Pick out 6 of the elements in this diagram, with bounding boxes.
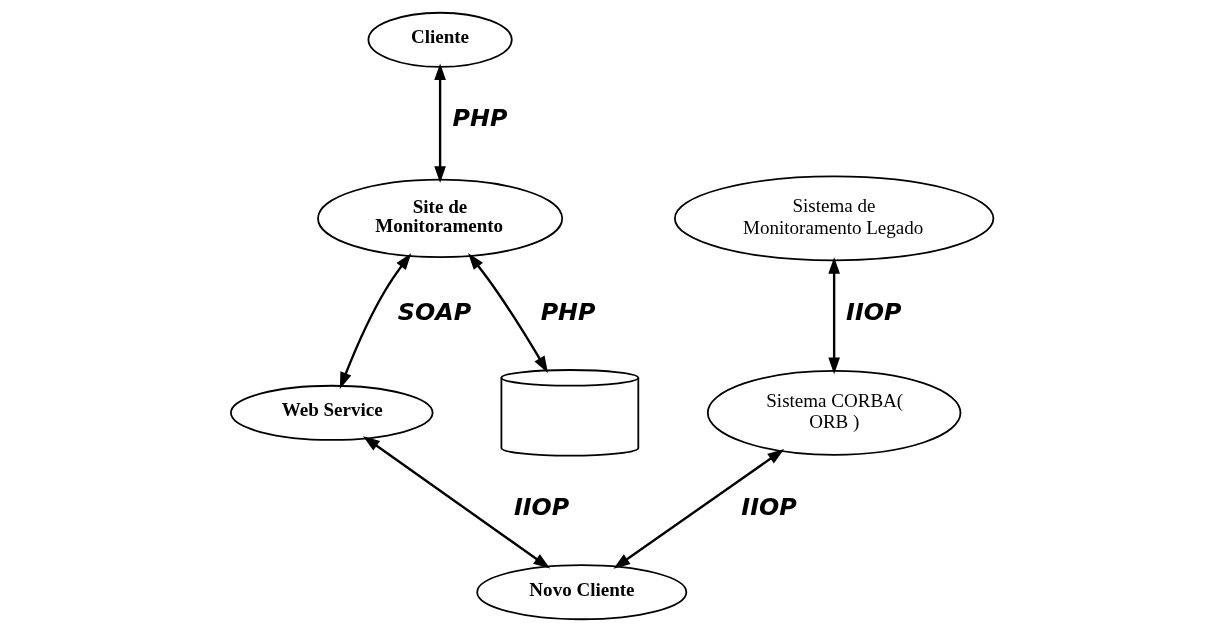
edge-label: SOAP — [397, 298, 472, 326]
edge-label: IIOP — [741, 493, 797, 522]
edge-label: IIOP — [513, 493, 570, 522]
edge-label: IIOP — [846, 298, 902, 326]
edge-label: PHP — [540, 298, 596, 326]
edge-label: PHP — [452, 104, 508, 133]
